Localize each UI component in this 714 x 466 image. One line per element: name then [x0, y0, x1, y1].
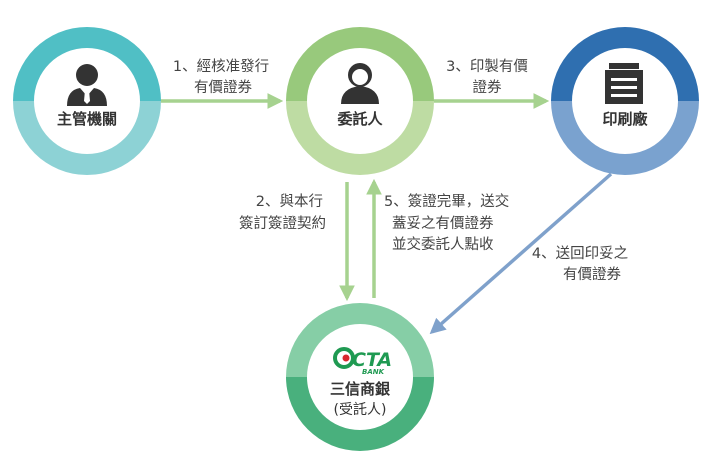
bank-logo-text: CTA	[352, 349, 392, 371]
step-1-line-1: 1、經核准發行	[173, 58, 269, 75]
businessman-icon	[67, 64, 107, 106]
printer-icon	[605, 63, 643, 104]
step-4-line-2: 有價證券	[563, 266, 621, 283]
step-5-line-1: 5、簽證完畢，送交	[384, 192, 509, 210]
node-bank: CTA BANK 三信商銀 (受託人)	[286, 303, 434, 451]
step-4-label: 4、送回印妥之 有價證券	[532, 245, 628, 283]
node-trustor: 委託人	[286, 27, 434, 175]
step-2-line-1: 2、與本行	[256, 193, 323, 210]
step-2-label: 2、與本行 簽訂簽證契約	[239, 193, 326, 232]
regulator-label: 主管機關	[57, 110, 117, 128]
step-3-label: 3、印製有價 證券	[446, 58, 528, 96]
step-1-line-2: 有價證券	[194, 79, 252, 96]
step-3-line-2: 證券	[473, 79, 502, 96]
node-printer: 印刷廠	[551, 27, 699, 175]
step-3-line-1: 3、印製有價	[446, 58, 528, 75]
trustor-label: 委託人	[337, 110, 383, 128]
step-5-line-2: 蓋妥之有價證券	[392, 215, 494, 232]
bank-logo-icon: CTA BANK	[333, 347, 392, 376]
step-4-line-1: 4、送回印妥之	[532, 245, 628, 262]
person-icon	[341, 63, 379, 104]
step-5-line-3: 並交委託人點收	[392, 235, 494, 253]
bank-label: 三信商銀	[330, 380, 390, 398]
step-5-label: 5、簽證完畢，送交 蓋妥之有價證券 並交委託人點收	[384, 192, 509, 253]
bank-logo-sub: BANK	[362, 368, 385, 376]
arrow-printer-to-bank	[429, 172, 613, 335]
bank-sub-label: (受託人)	[334, 402, 387, 418]
node-regulator: 主管機關	[13, 27, 161, 175]
step-1-label: 1、經核准發行 有價證券	[173, 58, 269, 96]
step-2-line-2: 簽訂簽證契約	[239, 214, 326, 232]
printer-label: 印刷廠	[602, 110, 648, 128]
